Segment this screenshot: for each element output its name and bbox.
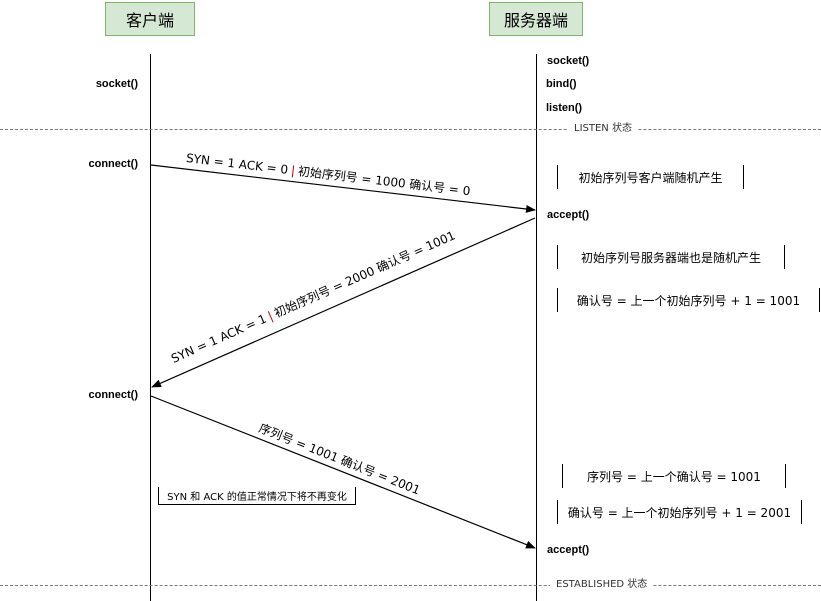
server-actor: 服务器端 xyxy=(489,2,583,36)
client-socket-call: socket() xyxy=(95,78,138,90)
server-actor-label: 服务器端 xyxy=(503,11,568,30)
ack-arrow xyxy=(150,395,536,549)
note-ack-2001: 确认号 = 上一个初始序列号 + 1 = 2001 xyxy=(557,500,802,524)
client-connect-call-2: connect() xyxy=(88,389,139,401)
client-actor-label: 客户端 xyxy=(125,11,174,30)
listen-separator xyxy=(0,129,821,130)
server-lifeline xyxy=(536,54,537,601)
note-seq-1001: 序列号 = 上一个确认号 = 1001 xyxy=(562,464,786,488)
note-client-isn: 初始序列号客户端随机产生 xyxy=(557,165,744,189)
syn-arrow xyxy=(150,164,536,213)
established-state-label: ESTABLISHED 状态 xyxy=(550,578,654,592)
server-listen-call: listen() xyxy=(546,102,583,114)
server-accept-call-2: accept() xyxy=(547,544,590,556)
syn-ack-arrow xyxy=(151,217,536,388)
server-accept-call-1: accept() xyxy=(547,209,590,221)
server-socket-call: socket() xyxy=(547,55,590,67)
established-separator xyxy=(0,585,821,586)
server-bind-call: bind() xyxy=(546,78,577,90)
client-connect-call-1: connect() xyxy=(88,158,139,170)
client-lifeline xyxy=(150,54,151,601)
listen-state-label: LISTEN 状态 xyxy=(568,122,638,136)
client-actor: 客户端 xyxy=(105,2,195,36)
note-flags-unchanged: SYN 和 ACK 的值正常情况下将不再变化 xyxy=(158,487,356,505)
note-server-isn: 初始序列号服务器端也是随机产生 xyxy=(557,245,785,269)
note-ack-1001: 确认号 = 上一个初始序列号 + 1 = 1001 xyxy=(557,288,820,312)
